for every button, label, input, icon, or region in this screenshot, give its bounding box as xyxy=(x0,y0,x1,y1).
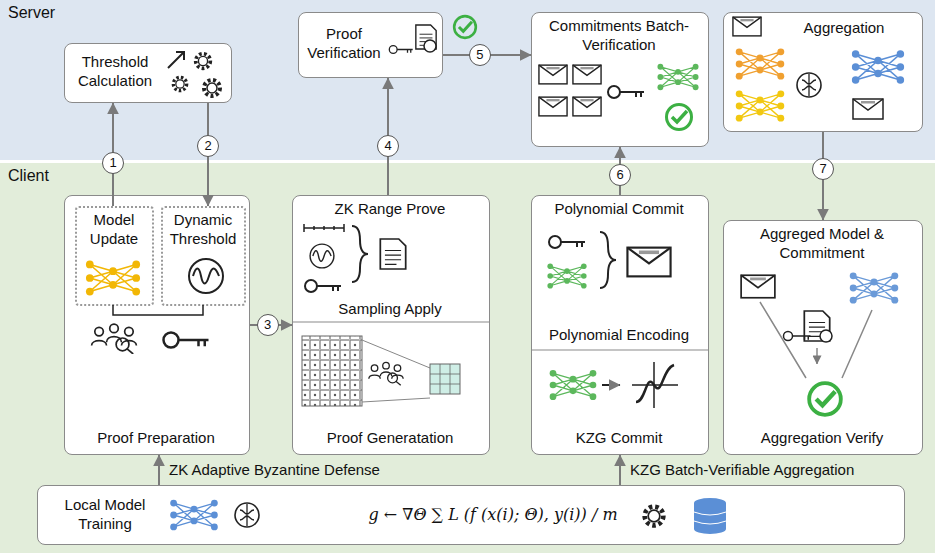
region-band: ServerThreshold Calculation Proof Verific… xyxy=(0,0,935,160)
process-box: Proof Verification xyxy=(298,12,443,78)
node-text: Aggreged Model & Commitment xyxy=(724,225,920,263)
verification-icons xyxy=(389,25,436,53)
node-text: Sampling Apply xyxy=(293,300,487,319)
node-text: Aggregation xyxy=(774,19,914,38)
process-box: Local Model Training g ← ∇Θ ∑ L (f (x(i);… xyxy=(37,485,905,545)
callout-number: 3 xyxy=(257,314,279,336)
callout-number: 1 xyxy=(102,152,124,174)
model-update-icon xyxy=(86,261,140,296)
node-text: Proof Generatation xyxy=(293,429,487,448)
dynamic-threshold-icon xyxy=(189,259,223,293)
process-box: Aggregation xyxy=(723,12,923,132)
process-box: ZK Range ProveSampling ApplyProof Genera… xyxy=(292,195,490,455)
aggregated-icons xyxy=(741,272,898,414)
proof-prep-icons xyxy=(92,305,209,354)
node-text: Threshold Calculation xyxy=(69,53,161,91)
callout-number: 5 xyxy=(469,44,491,66)
node-text: KZG Commit xyxy=(532,429,706,448)
node-text: ZK Range Prove xyxy=(293,200,487,219)
callout-number: 7 xyxy=(812,158,834,180)
node-text: Polynomial Encoding xyxy=(532,326,706,345)
node-text: Proof Verification xyxy=(301,25,387,63)
batch-verify-icons xyxy=(539,64,699,130)
region-band: ClientProof Preparation Model Update Dynam… xyxy=(0,163,935,553)
process-box: Commitments Batch-Verification xyxy=(531,12,709,147)
poly-commit-icons xyxy=(531,232,709,408)
node-text: Aggregation Verify xyxy=(724,429,920,448)
edge-label: KZG Batch-Verifiable Aggregation xyxy=(627,461,857,479)
connector-arrow xyxy=(158,455,160,485)
node-text: Server xyxy=(8,3,108,23)
process-box: Proof Preparation Model Update Dynamic Thr… xyxy=(64,195,250,455)
edge-label: ZK Adaptive Byzantine Defense xyxy=(166,461,383,479)
range-prove-icons xyxy=(292,224,490,406)
callout-number: 6 xyxy=(609,164,631,186)
process-box: Dynamic Threshold xyxy=(161,206,246,306)
process-box: Aggreged Model & CommitmentAggregation V… xyxy=(723,220,923,455)
connector-arrow xyxy=(619,455,621,485)
node-text: Local Model Training xyxy=(46,496,164,534)
process-box: Model Update xyxy=(75,206,154,306)
node-text: Polynomial Commit xyxy=(532,200,706,219)
callout-number: 4 xyxy=(377,135,399,157)
node-text: Model Update xyxy=(77,211,151,249)
node-text: Dynamic Threshold xyxy=(163,211,243,249)
training-icons xyxy=(170,498,726,534)
node-text: Commitments Batch-Verification xyxy=(532,17,706,55)
aggregation-icons xyxy=(733,17,904,121)
check-icon xyxy=(454,16,476,38)
node-text: Client xyxy=(8,166,108,186)
node-text: Proof Preparation xyxy=(65,429,247,448)
threshold-icons xyxy=(168,52,220,96)
node-text: g ← ∇Θ ∑ L (f (x(i); Θ), y(i)) / m xyxy=(323,505,663,525)
process-box: Polynomial CommitPolynomial EncodingKZG … xyxy=(531,195,709,455)
process-box: Threshold Calculation xyxy=(64,43,232,103)
